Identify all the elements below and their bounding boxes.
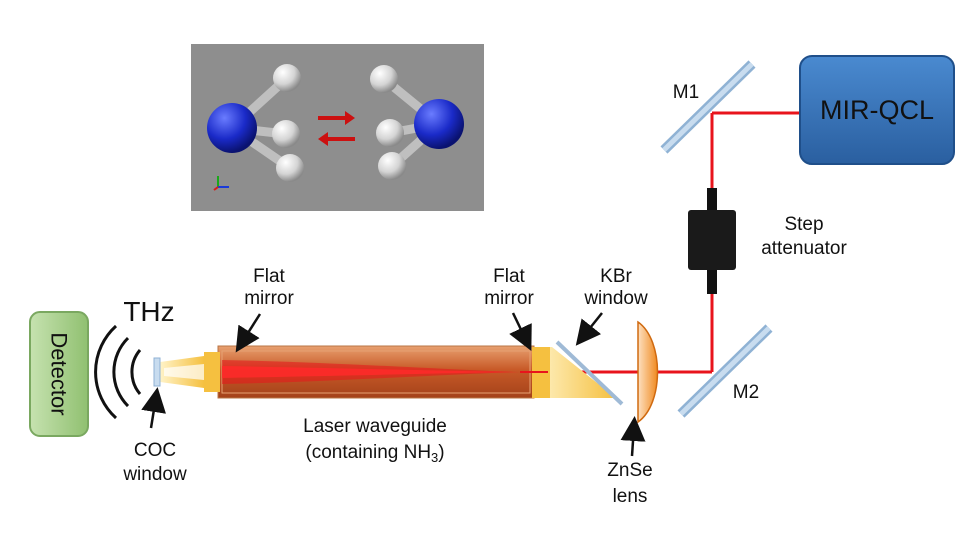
detector-box	[29, 311, 89, 437]
laser-waveguide	[160, 345, 550, 399]
label-coc-window: COC window	[110, 440, 200, 486]
waveguide-line2: (containing NH3)	[270, 442, 480, 469]
coc-window-line1: COC	[133, 440, 177, 461]
label-m2: M2	[732, 382, 760, 403]
kbr-window-assembly	[532, 340, 624, 406]
waveguide-line2-suffix: )	[438, 442, 445, 463]
waveguide-line1: Laser waveguide	[303, 416, 447, 437]
step-attenuator-line1: Step	[784, 214, 824, 235]
step-attenuator-line2: attenuator	[761, 238, 847, 259]
arrow-znse-lens	[620, 416, 646, 457]
label-flat-mirror-right: Flat mirror	[474, 266, 544, 310]
molecule-panel	[191, 44, 484, 211]
label-step-attenuator: Step attenuator	[744, 214, 864, 260]
znse-lens-line1: ZnSe	[607, 460, 653, 481]
axes-triad-icon	[213, 176, 229, 191]
flat-mirror-left-line2: mirror	[244, 288, 294, 309]
znse-lens-line2: lens	[612, 486, 648, 507]
mir-qcl-text: MIR-QCL	[820, 94, 934, 125]
label-thz: THz	[123, 296, 175, 327]
mirror-m2	[677, 324, 773, 418]
kbr-window-line1: KBr	[600, 266, 632, 287]
label-znse-lens: ZnSe lens	[590, 460, 670, 508]
pointer-arrows	[141, 312, 646, 457]
detector-label: Detector	[30, 312, 88, 436]
label-m1: M1	[672, 82, 700, 103]
coc-window-line2: window	[123, 464, 187, 485]
znse-lens	[637, 320, 659, 424]
coc-window	[153, 357, 161, 387]
equilibrium-arrows-icon	[318, 111, 355, 146]
label-flat-mirror-left: Flat mirror	[234, 266, 304, 310]
mir-qcl-label: MIR-QCL	[800, 56, 954, 164]
flat-mirror-left-line1: Flat	[253, 266, 285, 287]
arrow-flat-mirror-left	[235, 313, 262, 353]
mir-qcl-box	[799, 55, 955, 165]
step-attenuator	[688, 188, 736, 294]
flat-mirror-right-line2: mirror	[484, 288, 534, 309]
waveguide-line2-prefix: (containing NH	[305, 442, 432, 463]
arrow-flat-mirror-right	[509, 312, 532, 352]
label-waveguide: Laser waveguide (containing NH3)	[270, 416, 480, 469]
arrow-kbr-window	[575, 312, 603, 346]
waveguide-line2-subscript: 3	[431, 450, 439, 465]
arrow-coc-window	[141, 387, 166, 429]
label-kbr-window: KBr window	[576, 266, 656, 310]
flat-mirror-right-line1: Flat	[493, 266, 525, 287]
ammonia-left	[207, 64, 304, 182]
detector-text: Detector	[47, 332, 72, 416]
thz-wave-icon	[94, 324, 142, 420]
kbr-window-line2: window	[584, 288, 648, 309]
ammonia-right	[370, 65, 464, 180]
mirror-m1	[660, 60, 756, 154]
